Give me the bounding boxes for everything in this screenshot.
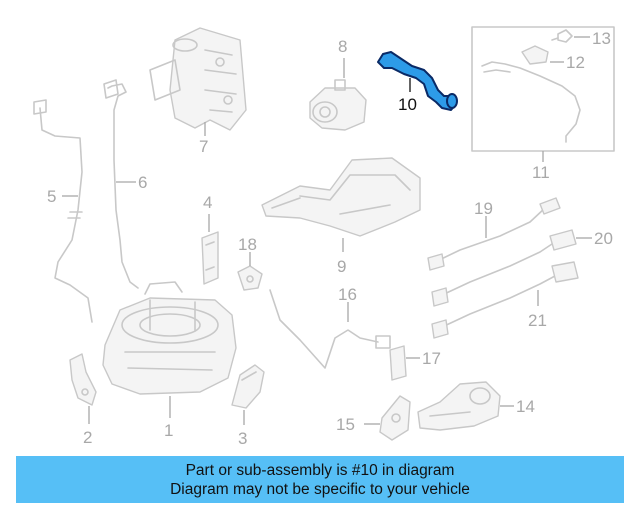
banner-line-1: Part or sub-assembly is #10 in diagram xyxy=(185,461,455,479)
callout-20: 20 xyxy=(594,229,613,248)
callout-4: 4 xyxy=(203,193,212,212)
callout-15: 15 xyxy=(336,415,355,434)
callout-16: 16 xyxy=(338,285,357,304)
part-17-plate xyxy=(389,345,407,381)
info-banner: Part or sub-assembly is #10 in diagram D… xyxy=(16,456,624,503)
part-13-bolt xyxy=(551,29,573,43)
part-4-plate xyxy=(201,231,219,285)
callout-13: 13 xyxy=(592,29,611,48)
callout-6: 6 xyxy=(138,173,147,192)
callout-11: 11 xyxy=(532,163,550,182)
callout-8: 8 xyxy=(338,37,347,56)
part-18-clip xyxy=(237,265,263,291)
part-5-hose xyxy=(33,99,93,323)
part-19-sensor xyxy=(427,197,561,271)
part-15-gasket xyxy=(379,395,411,441)
callout-21: 21 xyxy=(528,311,547,330)
callout-3: 3 xyxy=(238,429,247,448)
banner-line-2: Diagram may not be specific to your vehi… xyxy=(170,480,470,498)
callout-7: 7 xyxy=(199,137,208,156)
callout-1: 1 xyxy=(164,421,173,440)
part-7-pump-assembly xyxy=(149,27,247,131)
callout-12: 12 xyxy=(566,53,585,72)
part-12-clip xyxy=(521,45,549,65)
part-21-sensor xyxy=(431,261,579,339)
part-8-actuator xyxy=(309,79,367,131)
part-3-bracket xyxy=(231,364,265,409)
part-9-tray xyxy=(261,157,421,237)
callout-17: 17 xyxy=(422,349,441,368)
callout-2: 2 xyxy=(83,428,92,447)
part-1-housing xyxy=(102,281,237,395)
callout-5: 5 xyxy=(47,187,56,206)
part-10-hose-highlighted[interactable] xyxy=(377,51,458,111)
callout-10: 10 xyxy=(398,95,417,114)
parts-diagram: 1 2 3 4 5 6 7 xyxy=(33,26,615,448)
part-6-pipe xyxy=(103,79,139,289)
callout-18: 18 xyxy=(238,235,257,254)
callout-19: 19 xyxy=(474,199,493,218)
part-2-bracket xyxy=(69,353,97,406)
part-14-pump xyxy=(417,381,501,431)
part-16-pipe-bracket xyxy=(269,289,391,369)
callout-14: 14 xyxy=(516,397,535,416)
part-20-sensor xyxy=(431,229,577,307)
callout-9: 9 xyxy=(337,257,346,276)
